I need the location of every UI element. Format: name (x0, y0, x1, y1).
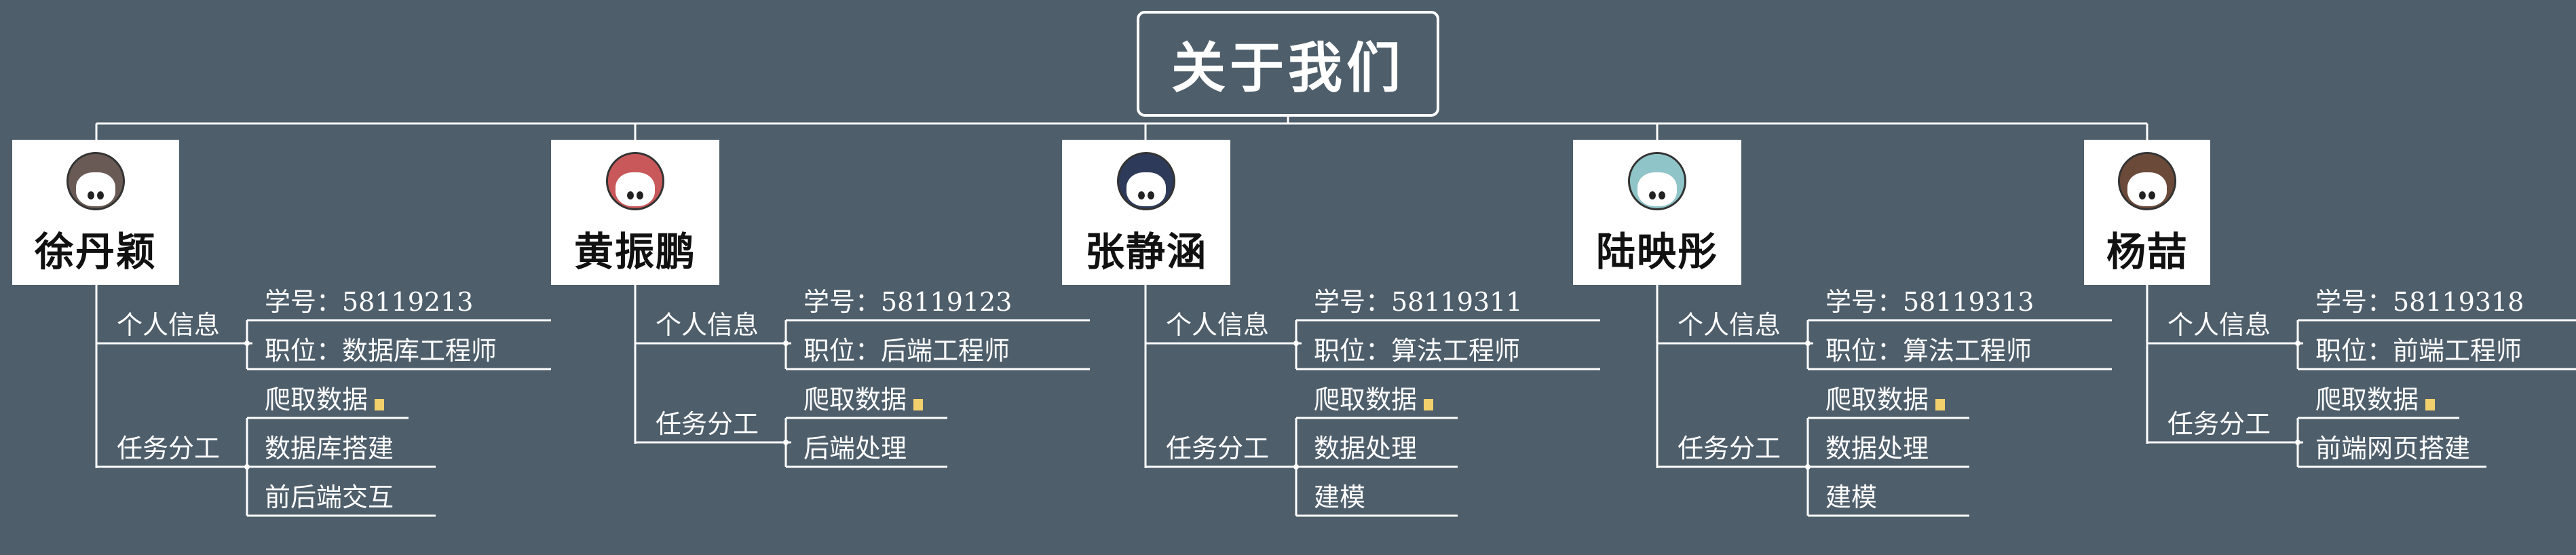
task-item-text: 建模 (1825, 482, 1878, 512)
avatar-face (1126, 172, 1166, 206)
task-hub-dot (1805, 464, 1811, 470)
avatar-icon (606, 152, 664, 210)
task-item-text: 前后端交互 (265, 482, 394, 512)
avatar-eye (2148, 191, 2155, 199)
avatar-eye (1147, 191, 1154, 199)
task-item: 爬取数据 (2315, 385, 2436, 415)
avatar-face (615, 172, 655, 206)
task-label: 任务分工 (656, 409, 759, 439)
info-label: 个人信息 (2167, 310, 2271, 340)
info-item: 学号：58119213 (265, 287, 474, 317)
avatar-eye (1138, 191, 1145, 199)
task-item: 爬取数据 (1825, 385, 1946, 415)
task-label: 任务分工 (2167, 409, 2271, 439)
task-item-text: 数据库搭建 (265, 434, 394, 463)
member-name: 陆映彤 (1595, 229, 1718, 275)
task-item: 数据库搭建 (265, 436, 394, 461)
avatar-icon (2118, 152, 2176, 210)
task-item: 爬取数据 (1314, 385, 1434, 415)
avatar-eye (627, 191, 634, 199)
task-item-text: 爬取数据 (265, 385, 368, 415)
member-card[interactable]: 杨喆 (2084, 140, 2210, 285)
info-item: 学号：58119311 (1314, 287, 1523, 317)
note-icon[interactable] (1935, 399, 1946, 410)
avatar-eye (96, 191, 104, 199)
member-card[interactable]: 陆映彤 (1573, 140, 1741, 285)
task-label: 任务分工 (117, 434, 221, 463)
info-item: 学号：58119313 (1825, 287, 2034, 317)
task-item: 建模 (1314, 484, 1365, 510)
task-item-text: 爬取数据 (1314, 385, 1418, 415)
task-hub-dot (1293, 464, 1299, 470)
info-item: 学号：58119318 (2315, 287, 2524, 317)
member-name: 杨喆 (2106, 229, 2188, 275)
task-item-text: 建模 (1314, 482, 1366, 512)
info-hub-dot (1805, 341, 1811, 346)
member-name: 黄振鹏 (573, 229, 696, 275)
task-item-text: 爬取数据 (803, 385, 907, 415)
member-card[interactable]: 徐丹颖 (12, 140, 179, 285)
task-item-text: 前端网页搭建 (2315, 434, 2471, 463)
avatar-icon (67, 152, 125, 210)
avatar-eye (1649, 191, 1656, 199)
info-label: 个人信息 (1166, 310, 1270, 340)
task-item: 前端网页搭建 (2315, 436, 2470, 461)
task-item: 爬取数据 (265, 385, 385, 415)
info-hub-dot (783, 341, 789, 346)
task-item: 数据处理 (1314, 436, 1417, 461)
task-hub-dot (244, 464, 250, 470)
task-hub-dot (783, 440, 789, 445)
note-icon[interactable] (913, 399, 924, 410)
task-item-text: 爬取数据 (2315, 385, 2419, 415)
info-item: 职位：前端工程师 (2315, 336, 2522, 366)
task-label: 任务分工 (1166, 434, 1270, 463)
member-card[interactable]: 黄振鹏 (551, 140, 719, 285)
avatar-face (76, 172, 115, 206)
info-item: 职位：数据库工程师 (265, 336, 497, 366)
avatar-eye (636, 191, 643, 199)
info-hub-dot (2295, 341, 2300, 346)
avatar-face (2127, 172, 2167, 206)
root-title: 关于我们 (1171, 36, 1405, 100)
member-card[interactable]: 张静涵 (1062, 140, 1230, 285)
info-label: 个人信息 (117, 310, 221, 340)
avatar-icon (1117, 152, 1175, 210)
task-item: 数据处理 (1825, 436, 1929, 461)
task-item: 后端处理 (803, 436, 907, 461)
task-item: 建模 (1825, 484, 1877, 510)
note-icon[interactable] (1424, 399, 1434, 410)
avatar-eye (2139, 191, 2146, 199)
info-hub-dot (1293, 341, 1299, 346)
task-label: 任务分工 (1678, 434, 1781, 463)
task-item-text: 数据处理 (1314, 434, 1418, 463)
info-item: 学号：58119123 (803, 287, 1012, 317)
info-label: 个人信息 (1678, 310, 1781, 340)
avatar-icon (1628, 152, 1686, 210)
task-item-text: 数据处理 (1825, 434, 1929, 463)
avatar-eye (1658, 191, 1665, 199)
task-item-text: 后端处理 (803, 434, 907, 463)
note-icon[interactable] (2425, 399, 2436, 410)
info-hub-dot (244, 341, 250, 346)
member-name: 徐丹颖 (34, 229, 157, 275)
info-item: 职位：算法工程师 (1314, 336, 1521, 366)
task-item-text: 爬取数据 (1825, 385, 1929, 415)
info-item: 职位：后端工程师 (803, 336, 1010, 366)
task-item: 爬取数据 (803, 385, 924, 415)
root-topic[interactable]: 关于我们 (1137, 11, 1439, 117)
info-item: 职位：算法工程师 (1825, 336, 2032, 366)
note-icon[interactable] (375, 399, 385, 410)
member-name: 张静涵 (1084, 229, 1207, 275)
task-item: 前后端交互 (265, 484, 394, 510)
info-label: 个人信息 (656, 310, 759, 340)
avatar-eye (88, 191, 95, 199)
avatar-face (1637, 172, 1677, 206)
task-hub-dot (2295, 440, 2300, 445)
